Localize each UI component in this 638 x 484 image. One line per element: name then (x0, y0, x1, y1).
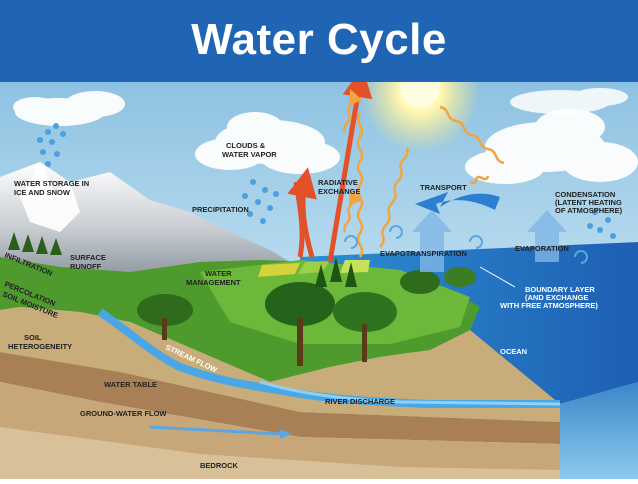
title-bar: Water Cycle (0, 0, 638, 82)
label-river-discharge: RIVER DISCHARGE (325, 397, 395, 406)
label-ground-water-flow: GROUND-WATER FLOW (80, 409, 167, 418)
label-precipitation: PRECIPITATION (192, 205, 249, 214)
label-water-table: WATER TABLE (104, 380, 157, 389)
label-ocean: OCEAN (500, 347, 527, 356)
label-transport: TRANSPORT (420, 183, 467, 192)
label-evaporation: EVAPORATION (515, 244, 569, 253)
label-evapotranspiration: EVAPOTRANSPIRATION (380, 249, 467, 258)
label-bedrock: BEDROCK (200, 461, 239, 470)
page-title: Water Cycle (0, 10, 638, 70)
